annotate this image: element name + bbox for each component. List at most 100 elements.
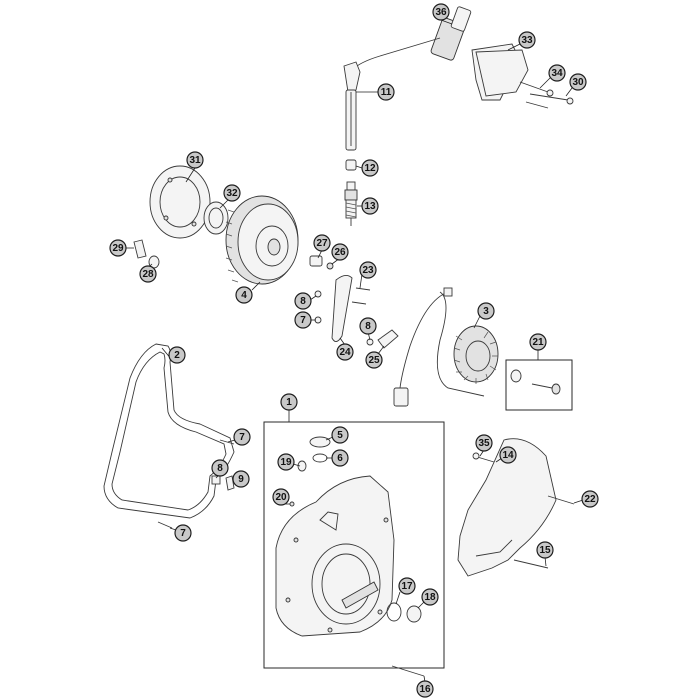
- callout-circle: [233, 428, 251, 446]
- callout-c5: 5: [331, 426, 349, 444]
- callout-circle: [529, 333, 547, 351]
- callout-c29: 29: [109, 239, 127, 257]
- rotor-nut-and-key: [309, 255, 334, 270]
- callout-circle: [168, 346, 186, 364]
- callout-circle: [235, 286, 253, 304]
- callout-c15: 15: [536, 541, 554, 559]
- callout-circle: [211, 459, 229, 477]
- callout-circle: [294, 311, 312, 329]
- callout-c2: 2: [168, 346, 186, 364]
- callout-c26: 26: [331, 243, 349, 261]
- callout-c31: 31: [186, 151, 204, 169]
- callout-circle: [232, 470, 250, 488]
- callout-c7c: 7: [174, 524, 192, 542]
- ht-lead: [343, 37, 441, 151]
- callout-c34: 34: [548, 64, 566, 82]
- callout-number: 7: [300, 315, 306, 326]
- callout-circle: [361, 197, 379, 215]
- callout-number: 14: [502, 450, 514, 461]
- callout-number: 12: [364, 163, 376, 174]
- callout-circle: [331, 426, 349, 444]
- callout-circle: [518, 31, 536, 49]
- flywheel-rotor: [225, 195, 299, 285]
- callout-c35: 35: [475, 434, 493, 452]
- callout-c7a: 7: [294, 311, 312, 329]
- callout-circle: [277, 453, 295, 471]
- callout-circle: [499, 446, 517, 464]
- callout-number: 9: [238, 474, 244, 485]
- callout-circle: [361, 159, 379, 177]
- callout-circle: [548, 64, 566, 82]
- callout-number: 24: [339, 347, 351, 358]
- callout-circle: [223, 184, 241, 202]
- callout-number: 11: [381, 87, 392, 98]
- guide-25: [377, 329, 399, 349]
- callout-circle: [377, 83, 395, 101]
- callout-circle: [331, 243, 349, 261]
- guide-rail-24: [331, 275, 353, 342]
- callout-circle: [186, 151, 204, 169]
- detail-box-21: [505, 359, 573, 411]
- bolts-23: [351, 287, 371, 305]
- callout-circle: [365, 351, 383, 369]
- callout-circle: [359, 261, 377, 279]
- callout-circle: [398, 577, 416, 595]
- callout-c11: 11: [377, 83, 395, 101]
- callout-number: 8: [365, 321, 371, 332]
- leader-lines: [124, 19, 584, 683]
- generator-cover: [275, 475, 395, 637]
- cover-small-parts: [289, 460, 425, 677]
- callout-c27: 27: [313, 234, 331, 252]
- callout-c4: 4: [235, 286, 253, 304]
- spark-plug: [344, 181, 358, 226]
- callout-c9: 9: [232, 470, 250, 488]
- callout-c1: 1: [280, 393, 298, 411]
- rotor-plate: [149, 165, 211, 239]
- callout-number: 31: [189, 155, 201, 166]
- callout-c22: 22: [581, 490, 599, 508]
- callout-number: 28: [142, 269, 154, 280]
- callout-number: 2: [174, 350, 180, 361]
- callout-c33: 33: [518, 31, 536, 49]
- callout-number: 8: [217, 463, 223, 474]
- callout-circle: [477, 302, 495, 320]
- cover-detail-frame: [263, 421, 445, 669]
- callout-number: 15: [539, 545, 551, 556]
- callout-c8a: 8: [294, 292, 312, 310]
- callout-circle: [336, 343, 354, 361]
- callout-circle: [475, 434, 493, 452]
- coil-bolts: [519, 81, 574, 109]
- callout-circle: [294, 292, 312, 310]
- callout-circle: [569, 73, 587, 91]
- callout-c16: 16: [416, 680, 434, 698]
- callout-number: 23: [362, 265, 374, 276]
- stator-cable: [393, 287, 485, 407]
- callout-c19: 19: [277, 453, 295, 471]
- gasket-fasteners: [157, 439, 235, 529]
- callout-circle: [139, 265, 157, 283]
- callout-number: 7: [180, 528, 186, 539]
- callout-number: 16: [419, 684, 431, 695]
- callout-c30: 30: [569, 73, 587, 91]
- cover-gasket: [103, 343, 235, 519]
- callout-number: 18: [424, 592, 436, 603]
- callout-number: 35: [478, 438, 490, 449]
- callout-number: 29: [112, 243, 124, 254]
- callout-number: 36: [435, 7, 447, 18]
- callout-number: 19: [280, 457, 292, 468]
- callout-number: 3: [483, 306, 489, 317]
- callout-number: 32: [226, 188, 238, 199]
- callout-c28: 28: [139, 265, 157, 283]
- callout-c14: 14: [499, 446, 517, 464]
- callout-c36: 36: [432, 3, 450, 21]
- callout-c18: 18: [421, 588, 439, 606]
- callout-c3: 3: [477, 302, 495, 320]
- callout-circle: [174, 524, 192, 542]
- callout-circle: [109, 239, 127, 257]
- callout-number: 5: [337, 430, 343, 441]
- callout-c20: 20: [272, 488, 290, 506]
- callout-c25: 25: [365, 351, 383, 369]
- callout-c13: 13: [361, 197, 379, 215]
- callout-c7b: 7: [233, 428, 251, 446]
- callout-number: 8: [300, 296, 306, 307]
